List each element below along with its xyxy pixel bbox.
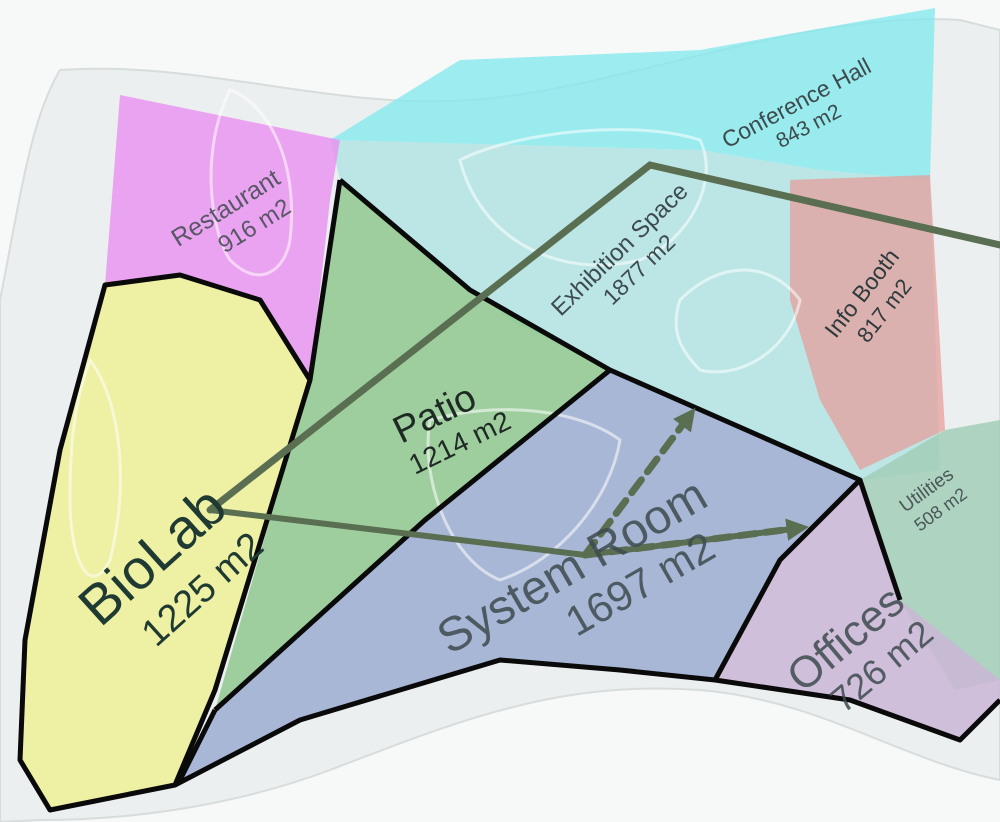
connector-dashed-to-utilities (581, 518, 809, 559)
zone-system-room (180, 370, 860, 780)
zone-biolab (20, 275, 310, 810)
zone-offices (715, 480, 1000, 740)
circulation-paths (206, 161, 1000, 559)
zone-info-booth (790, 175, 945, 470)
connector-solid-path (206, 161, 1000, 514)
zone-patio (215, 180, 610, 710)
connector-dashed-to-exhibition (581, 407, 696, 559)
zone-conference-hall (330, 8, 935, 180)
zone-utilities (860, 420, 1000, 690)
zone-exhibition-space (330, 140, 940, 480)
zone-fills (20, 8, 1000, 810)
zone-outlines (17, 178, 1000, 813)
surface-details (68, 88, 802, 582)
zone-restaurant (105, 95, 340, 380)
